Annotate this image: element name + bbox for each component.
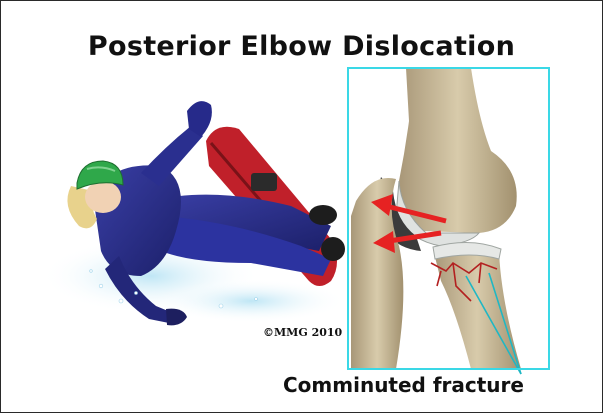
face: [85, 181, 121, 213]
snowboarder-illustration: [41, 101, 346, 325]
binding: [251, 173, 277, 191]
copyright-text: ©MMG 2010: [263, 326, 342, 339]
boot: [309, 205, 337, 225]
boot: [321, 237, 345, 261]
elbow-inset: [348, 68, 549, 374]
fracture-caption: Comminuted fracture: [283, 373, 524, 397]
